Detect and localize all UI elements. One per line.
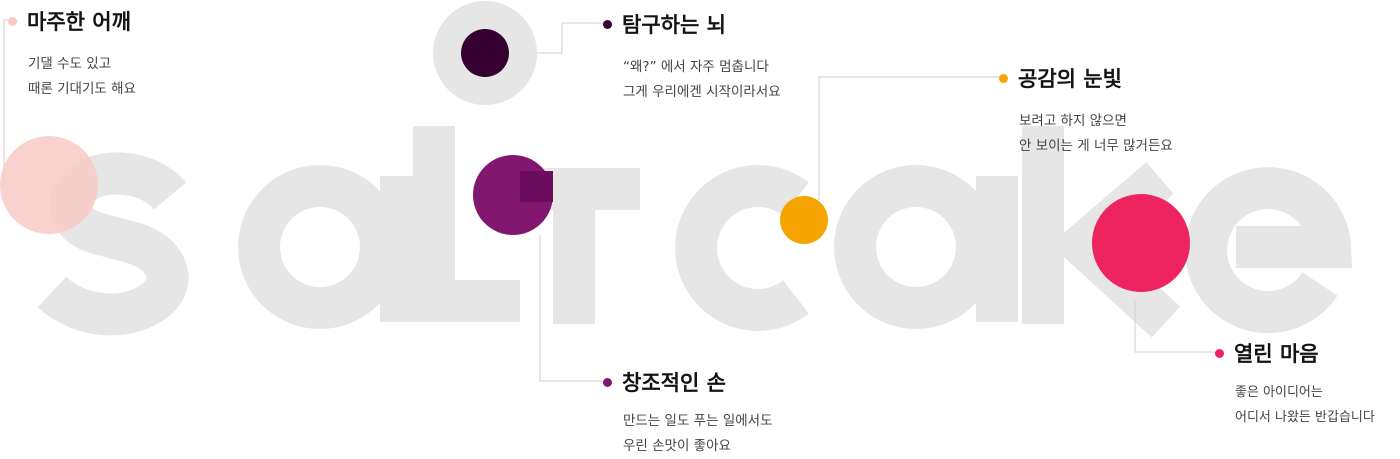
connector-heart xyxy=(1134,300,1219,353)
connector-hands xyxy=(539,235,607,382)
label-hands-title: 창조적인 손 xyxy=(622,371,726,395)
label-eyes-desc-line-2: 안 보이는 게 너무 많거든요 xyxy=(1019,138,1173,154)
label-heart-title: 열린 마음 xyxy=(1234,342,1319,366)
label-hands: 창조적인 손 만드는 일도 푸는 일에서도 우린 손맛이 좋아요 xyxy=(603,367,773,459)
label-hands-desc: 만드는 일도 푸는 일에서도 우린 손맛이 좋아요 xyxy=(623,409,773,459)
label-shoulder-desc: 기댈 수도 있고 때론 기대기도 해요 xyxy=(28,52,136,102)
label-hands-desc-line-2: 우린 손맛이 좋아요 xyxy=(623,438,731,454)
heart-circle xyxy=(1092,194,1190,292)
brain-circle xyxy=(461,29,509,77)
wordmark-letter-c xyxy=(675,165,809,331)
label-shoulder-title: 마주한 어깨 xyxy=(27,10,131,34)
wordmark-letter-l xyxy=(413,126,520,322)
label-brain: 탐구하는 뇌 “왜?” 에서 자주 멈춥니다 그게 우리에겐 시작이라서요 xyxy=(603,9,781,105)
label-heart-desc-line-1: 좋은 아이디어는 xyxy=(1235,385,1323,400)
label-heart-desc: 좋은 아이디어는 어디서 나왔든 반갑습니다 xyxy=(1235,380,1375,430)
shoulder-circle xyxy=(0,136,98,234)
label-eyes: 공감의 눈빛 보려고 하지 않으면 안 보이는 게 너무 많거든요 xyxy=(999,63,1173,159)
label-shoulder: 마주한 어깨 기댈 수도 있고 때론 기대기도 해요 xyxy=(8,6,136,102)
label-hands-title-row: 창조적인 손 xyxy=(603,367,773,397)
label-shoulder-title-row: 마주한 어깨 xyxy=(8,6,136,36)
label-shoulder-desc-line-1: 기댈 수도 있고 xyxy=(28,56,112,72)
label-brain-dot xyxy=(603,19,612,29)
connector-eyes xyxy=(818,76,1003,200)
label-eyes-title-row: 공감의 눈빛 xyxy=(999,63,1173,93)
label-hands-desc-line-1: 만드는 일도 푸는 일에서도 xyxy=(623,413,773,429)
wordmark-letter-s xyxy=(37,152,189,336)
label-eyes-desc-line-1: 보려고 하지 않으면 xyxy=(1019,113,1127,129)
label-hands-dot xyxy=(603,377,612,387)
label-heart-dot xyxy=(1215,348,1224,358)
label-brain-title: 탐구하는 뇌 xyxy=(622,13,726,37)
label-heart: 열린 마음 좋은 아이디어는 어디서 나왔든 반갑습니다 xyxy=(1215,338,1375,430)
label-eyes-title: 공감의 눈빛 xyxy=(1018,67,1122,91)
label-brain-title-row: 탐구하는 뇌 xyxy=(603,9,781,39)
wordmark-letter-e xyxy=(1185,167,1353,334)
label-heart-title-row: 열린 마음 xyxy=(1215,338,1375,368)
eyes-circle xyxy=(780,196,828,244)
label-shoulder-desc-line-2: 때론 기대기도 해요 xyxy=(28,81,136,97)
label-brain-desc-line-1: “왜?” 에서 자주 멈춥니다 xyxy=(623,59,769,75)
hands-overlap-square xyxy=(520,171,553,202)
label-brain-desc-line-2: 그게 우리에겐 시작이라서요 xyxy=(623,84,781,100)
label-eyes-desc: 보려고 하지 않으면 안 보이는 게 너무 많거든요 xyxy=(1019,109,1173,159)
label-heart-desc-line-2: 어디서 나왔든 반갑습니다 xyxy=(1235,410,1375,425)
label-eyes-dot xyxy=(999,73,1008,83)
label-brain-desc: “왜?” 에서 자주 멈춥니다 그게 우리에겐 시작이라서요 xyxy=(623,55,781,105)
label-shoulder-dot xyxy=(8,16,17,26)
